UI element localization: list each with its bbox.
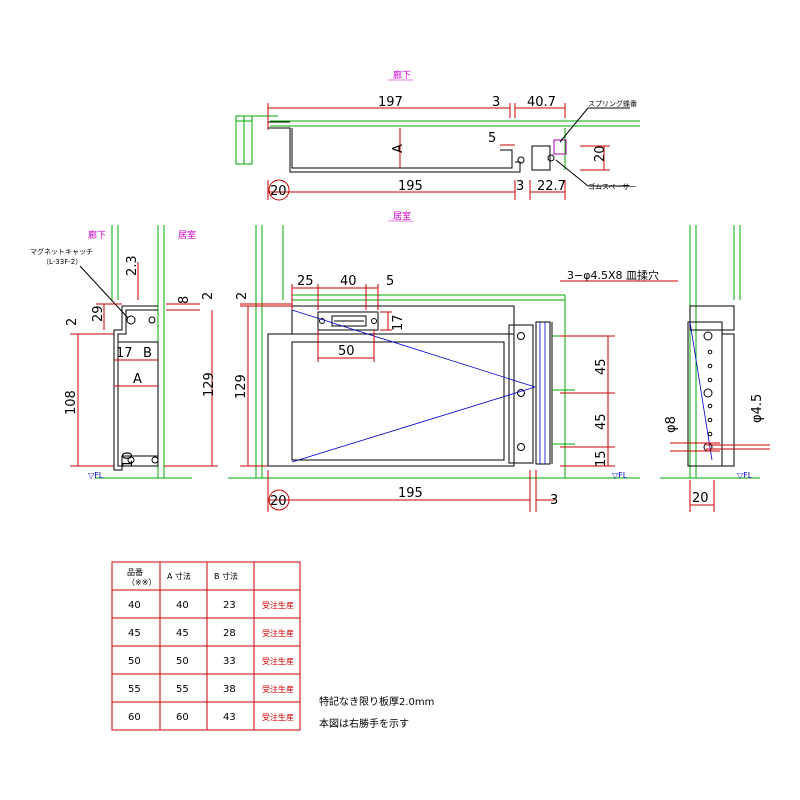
dim-left-17: 17 — [116, 346, 133, 361]
dim-left-108: 108 — [64, 390, 79, 415]
dim-left-2a: 2 — [201, 292, 216, 300]
right-dimensions: φ8 φ4.5 20 — [664, 394, 770, 512]
table-header-part: 品番（※※） — [127, 567, 156, 587]
left-view-label-corridor: 廊下 — [88, 229, 106, 241]
left-channel — [113, 305, 159, 471]
table-cell: 45 — [128, 628, 141, 639]
left-dimensions: 2.3 29 8 2 2 108 17 B A 129 10 — [64, 255, 218, 468]
table-cell: 43 — [223, 712, 236, 723]
right-wall-lines — [660, 225, 760, 479]
dim-top-3a: 3 — [492, 95, 500, 110]
table-cell: 60 — [176, 712, 189, 723]
front-box — [267, 305, 575, 467]
dim-front-40: 40 — [340, 274, 357, 289]
table-cell: 23 — [223, 600, 236, 611]
dim-top-197: 197 — [378, 95, 403, 110]
table-cell: 50 — [176, 656, 189, 667]
table-cell: 33 — [223, 656, 236, 667]
table-cell: 28 — [223, 628, 236, 639]
callout-spring-hinge: スプリング蝶番 — [588, 99, 637, 108]
front-dimensions: 25 40 5 50 17 2 129 45 45 15 — [234, 268, 678, 512]
dim-front-25: 25 — [297, 274, 314, 289]
top-view-label: 廊下 — [393, 69, 411, 81]
dim-left-10: 10 — [121, 451, 136, 468]
dim-front-15: 15 — [594, 450, 609, 467]
dim-left-2-3: 2.3 — [125, 255, 140, 276]
dim-left-129: 129 — [202, 372, 217, 397]
dim-top-20c: 20 — [270, 184, 287, 199]
right-fl-label: ▽FL — [737, 471, 753, 480]
table-cell: 受注生産 — [262, 656, 294, 666]
callout-magnet-catch: マグネットキャッチ — [30, 247, 93, 256]
top-dimensions: 197 3 40.7 A 5 20 20 195 3 22.7 — [267, 95, 610, 201]
table-cell: 受注生産 — [262, 712, 294, 722]
dim-left-2b: 2 — [65, 318, 80, 326]
dim-left-A: A — [133, 372, 142, 387]
dim-front-20c: 20 — [270, 494, 287, 509]
notes: 特記なき限り板厚2.0mm 本図は右勝手を示す — [319, 695, 434, 730]
dim-front-5: 5 — [386, 274, 394, 289]
left-fl-label: ▽FL — [88, 471, 104, 480]
dim-top-20v: 20 — [593, 145, 608, 162]
table-cell: 38 — [223, 684, 236, 695]
dim-left-29: 29 — [91, 305, 106, 322]
table-cell: 40 — [128, 600, 141, 611]
dim-right-phi8: φ8 — [664, 416, 679, 433]
note-thickness: 特記なき限り板厚2.0mm — [319, 695, 434, 708]
dim-front-2: 2 — [235, 292, 250, 300]
dim-top-195: 195 — [398, 179, 423, 194]
dim-right-phi4-5: φ4.5 — [750, 394, 765, 423]
dim-top-40-7: 40.7 — [527, 95, 556, 110]
table-cell: 55 — [176, 684, 189, 695]
callout-magnet-model: （L-33F-2） — [42, 258, 82, 266]
table-body: 40 40 23 受注生産 45 45 28 受注生産 50 50 33 受注生産 55 55 38 受注生産… — [128, 600, 294, 723]
callout-rubber-spacer: ゴムスペーサー — [588, 182, 636, 191]
table-cell: 受注生産 — [262, 684, 294, 694]
front-fl-label: ▽FL — [612, 471, 628, 480]
dim-top-3b: 3 — [516, 179, 524, 194]
front-view-label: 居室 — [393, 210, 411, 222]
table-cell: 40 — [176, 600, 189, 611]
top-wall-lines — [235, 115, 640, 170]
callout-screw-holes: 3−φ4.5X8 皿揉穴 — [567, 268, 659, 282]
dim-front-3: 3 — [550, 493, 558, 508]
table-header-a: A 寸法 — [167, 571, 191, 581]
dim-front-195: 195 — [398, 486, 423, 501]
right-channel — [687, 305, 735, 467]
left-side-view: 廊下 居室 マグネットキャッチ （L-33F-2） 2.3 29 — [30, 225, 218, 480]
table-cell: 受注生産 — [262, 600, 294, 610]
top-view: 廊下 197 — [235, 69, 640, 201]
front-view: 居室 — [228, 210, 678, 512]
dim-right-20: 20 — [692, 491, 709, 506]
dim-top-22-7: 22.7 — [537, 179, 566, 194]
top-channel — [267, 121, 567, 173]
front-wall-lines — [228, 225, 640, 479]
table-header-b: B 寸法 — [214, 571, 238, 581]
table-cell: 60 — [128, 712, 141, 723]
dim-left-B: B — [143, 346, 152, 361]
dim-front-17: 17 — [391, 314, 406, 331]
right-side-view: φ8 φ4.5 20 ▽FL — [660, 225, 770, 512]
dim-front-45b: 45 — [594, 413, 609, 430]
note-hand: 本図は右勝手を示す — [319, 717, 409, 730]
dim-top-5: 5 — [488, 131, 496, 146]
table-cell: 受注生産 — [262, 628, 294, 638]
dim-front-45a: 45 — [594, 358, 609, 375]
left-view-label-room: 居室 — [178, 229, 196, 241]
dim-front-129: 129 — [234, 374, 249, 399]
dim-left-8: 8 — [177, 296, 192, 304]
spec-table: 品番（※※） A 寸法 B 寸法 40 40 23 受注生産 45 45 28 受注生産 50 5… — [111, 561, 301, 731]
dim-top-A: A — [391, 144, 406, 153]
table-cell: 50 — [128, 656, 141, 667]
table-cell: 45 — [176, 628, 189, 639]
dim-front-50: 50 — [338, 344, 355, 359]
table-cell: 55 — [128, 684, 141, 695]
